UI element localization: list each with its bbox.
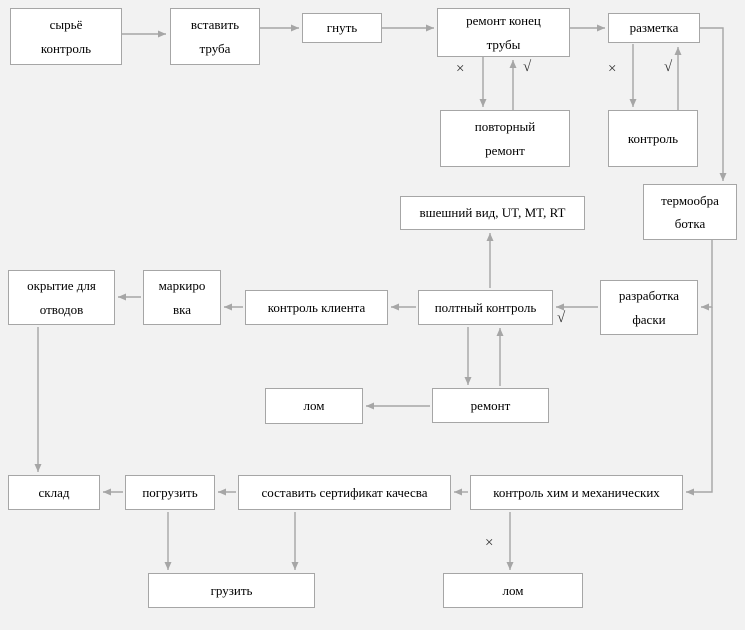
fail-mark-marking-out: × (608, 61, 617, 77)
node-warehouse: склад (8, 475, 100, 510)
node-load: погрузить (125, 475, 215, 510)
node-marking-out: разметка (608, 13, 700, 43)
fail-mark-chem-control: × (485, 535, 494, 551)
pass-mark-control: √ (664, 59, 673, 75)
node-repeat-repair: повторный ремонт (440, 110, 570, 167)
node-coating-for-bends: окрытие для отводов (8, 270, 115, 325)
node-heat-treatment: термообра ботка (643, 184, 737, 240)
pass-mark-full-control: √ (557, 310, 566, 326)
node-scrap-2: лом (443, 573, 583, 608)
node-visual-ut-mt-rt: вшешний вид, UT, MT, RT (400, 196, 585, 230)
node-full-control: полтный контроль (418, 290, 553, 325)
pass-mark-repeat-repair: √ (523, 59, 532, 75)
node-marking: маркиро вка (143, 270, 221, 325)
node-insert-pipe: вставить труба (170, 8, 260, 65)
node-ship: грузить (148, 573, 315, 608)
node-chem-mech-control: контроль хим и механических (470, 475, 683, 510)
node-make-quality-certificate: составить сертификат качесва (238, 475, 451, 510)
node-bevel-development: разработка фаски (600, 280, 698, 335)
node-raw-material-control: сырьё контроль (10, 8, 122, 65)
arrow-marking-out-to-heat-treatment (700, 27, 727, 181)
node-repair: ремонт (432, 388, 549, 423)
node-control: контроль (608, 110, 698, 167)
fail-mark-repair-pipe-end: × (456, 61, 465, 77)
node-client-control: контроль клиента (245, 290, 388, 325)
node-scrap-1: лом (265, 388, 363, 424)
node-repair-pipe-end: ремонт конец трубы (437, 8, 570, 57)
node-bend: гнуть (302, 13, 382, 43)
arrow-heat-treatment-to-bevel (701, 240, 713, 311)
